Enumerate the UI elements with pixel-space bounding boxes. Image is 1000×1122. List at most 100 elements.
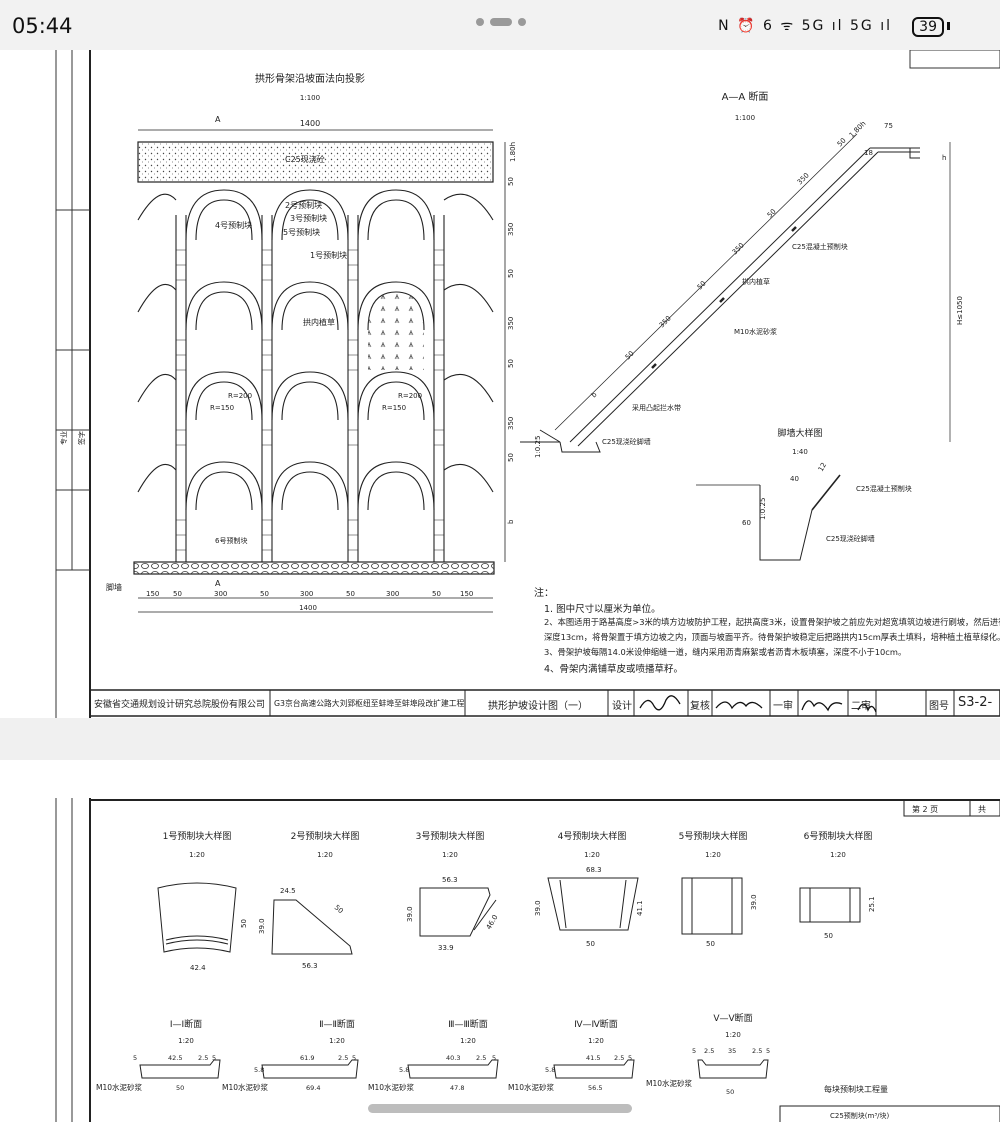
section-scale: 1:100 [735,114,755,122]
home-indicator[interactable] [368,1104,632,1113]
section-detail-scale: 1:20 [178,1037,194,1045]
detail-dim: 56.3 [442,876,458,884]
elevation-scale: 1:100 [300,94,320,102]
bottom-dims: 150 50 300 50 300 50 300 50 150 [146,590,473,598]
section-dim: 5 [133,1054,137,1062]
detail-title: 5号预制块大样图 [679,830,748,842]
section-dim: 5.8 [254,1066,264,1074]
detail-title: 6号预制块大样图 [804,830,873,842]
label-mortar: M10水泥砂浆 [734,327,777,336]
label-footwall: C25现浇砼脚墙 [602,437,651,446]
right-dim: b [507,519,515,524]
section-detail-title: Ⅱ—Ⅱ断面 [319,1018,355,1030]
section-dim: 2.5 [704,1047,714,1055]
bottom-dim: 50 [346,590,355,598]
detail-scale: 1:20 [189,851,205,859]
section-dim: 5.8 [545,1066,555,1074]
section-detail-scale: 1:20 [329,1037,345,1045]
dim-50d: 50 [624,349,636,361]
detail-dim: 39.0 [406,906,414,922]
detail-dim: 39.0 [258,918,266,934]
status-bar: 05:44 N ⏰ 6 ᯤ 5G ıl 5G ıl 39 [0,0,1000,50]
mortar-label: M10水泥砂浆 [368,1082,415,1092]
page-separator [0,718,1000,760]
detail-title: 2号预制块大样图 [291,830,360,842]
mortar-label: M10水泥砂浆 [96,1082,143,1092]
bottom-total-dim: 1400 [299,604,317,612]
section-dim: 69.4 [306,1084,320,1092]
label-water: 采用凸起拦水带 [632,403,681,412]
detail-scale: 1:20 [705,851,721,859]
detail-title: 3号预制块大样图 [416,830,485,842]
section-dim: 2.5 [752,1047,762,1055]
section-dim: 42.5 [168,1054,182,1062]
detail-scale: 1:20 [830,851,846,859]
section-dim: 5.8 [399,1066,409,1074]
section-mark-top: A [215,115,221,124]
title-design-label: 设计 [612,701,632,712]
detail-dim: 33.9 [438,944,454,952]
note-line: 3、骨架护坡每隔14.0米设伸缩缝一道，缝内采用沥青麻絮或者沥青木板填塞，深度不… [544,647,907,657]
label-section-grass: 拱内植草 [742,277,770,286]
margin-label-sign: 签字 [77,431,86,445]
sheet1-drawing: 1400 A A 拱形骨架沿坡面法向投影 1:100 C25现浇砼 2号预制块 … [55,50,1000,718]
detail-dim: 24.5 [280,887,296,895]
detail-dim: 56.3 [302,962,318,970]
battery-icon: 39 [912,17,944,37]
detail-dim: 50 [824,932,833,940]
section-dim: 61.9 [300,1054,314,1062]
right-dim: 50 [507,269,515,278]
label-r200-b: R=200 [398,392,422,400]
section-dim: 35 [728,1047,736,1055]
section-title: A—A 断面 [722,90,769,103]
label-r150-a: R=150 [210,404,234,412]
bottom-dim: 50 [173,590,182,598]
section-dim: 41.5 [586,1054,600,1062]
elevation-title: 拱形骨架沿坡面法向投影 [255,72,365,85]
label-foot: 脚墙 [106,582,122,592]
note-line: 4、骨架内满铺草皮或喷播草籽。 [544,664,684,675]
detail-dim: 68.3 [586,866,602,874]
detail-title: 1号预制块大样图 [163,830,232,842]
title-review-label: 复核 [690,701,710,712]
right-dim: 1.80h [509,142,517,162]
note-line: 深度13cm，将骨架置于填方边坡之内，顶面与坡面平齐。待骨架护坡稳定后把路拱内1… [544,632,1000,642]
section-detail-title: Ⅴ—Ⅴ断面 [713,1012,752,1024]
right-dim: 350 [507,417,515,430]
detail-dim: 41.1 [636,900,644,916]
label-height: H≤1050 [956,296,964,325]
page-dot-icon [518,18,526,26]
section-dim: 50 [726,1088,734,1096]
section-dim: 5 [352,1054,356,1062]
section-mark-bottom: A [215,579,221,588]
section-scales: 1:20 1:20 1:20 1:20 1:20 [178,1031,741,1045]
section-dim: 5 [692,1047,696,1055]
right-dims: 1.80h 50 350 50 350 50 350 50 b [507,142,517,524]
foot-label-block: C25混凝土预制块 [856,484,912,493]
section-dim: 40.3 [446,1054,460,1062]
page-total: 共 [978,805,986,814]
section-detail-title: Ⅲ—Ⅲ断面 [448,1018,487,1030]
section-dim: 50 [176,1084,184,1092]
dim-slope: 1:0.25 [534,436,542,458]
foot-dim-60: 60 [742,519,751,527]
label-r200-a: R=200 [228,392,252,400]
dim-50b: 50 [766,207,778,219]
page-dot-active-icon [490,18,512,26]
right-dim: 50 [507,453,515,462]
drawing-sheet-1: 1400 A A 拱形骨架沿坡面法向投影 1:100 C25现浇砼 2号预制块 … [0,50,1000,718]
top-width-dim: 1400 [300,119,320,128]
section-detail-scale: 1:20 [460,1037,476,1045]
dim-350a: 350 [796,171,811,186]
mortar-label: M10水泥砂浆 [646,1078,693,1088]
dim-50a: 50 [836,136,848,148]
bottom-dim: 150 [146,590,159,598]
notes-title: 注： [534,588,554,599]
section-detail-scale: 1:20 [588,1037,604,1045]
section-dim: 5 [492,1054,496,1062]
bottom-dim: 50 [260,590,269,598]
detail-scale: 1:20 [442,851,458,859]
foot-labels: 40 60 12 1:0.25 C25混凝土预制块 C25现浇砼脚墙 [742,461,912,543]
section-dim: 2.5 [198,1054,208,1062]
right-dim: 50 [507,359,515,368]
